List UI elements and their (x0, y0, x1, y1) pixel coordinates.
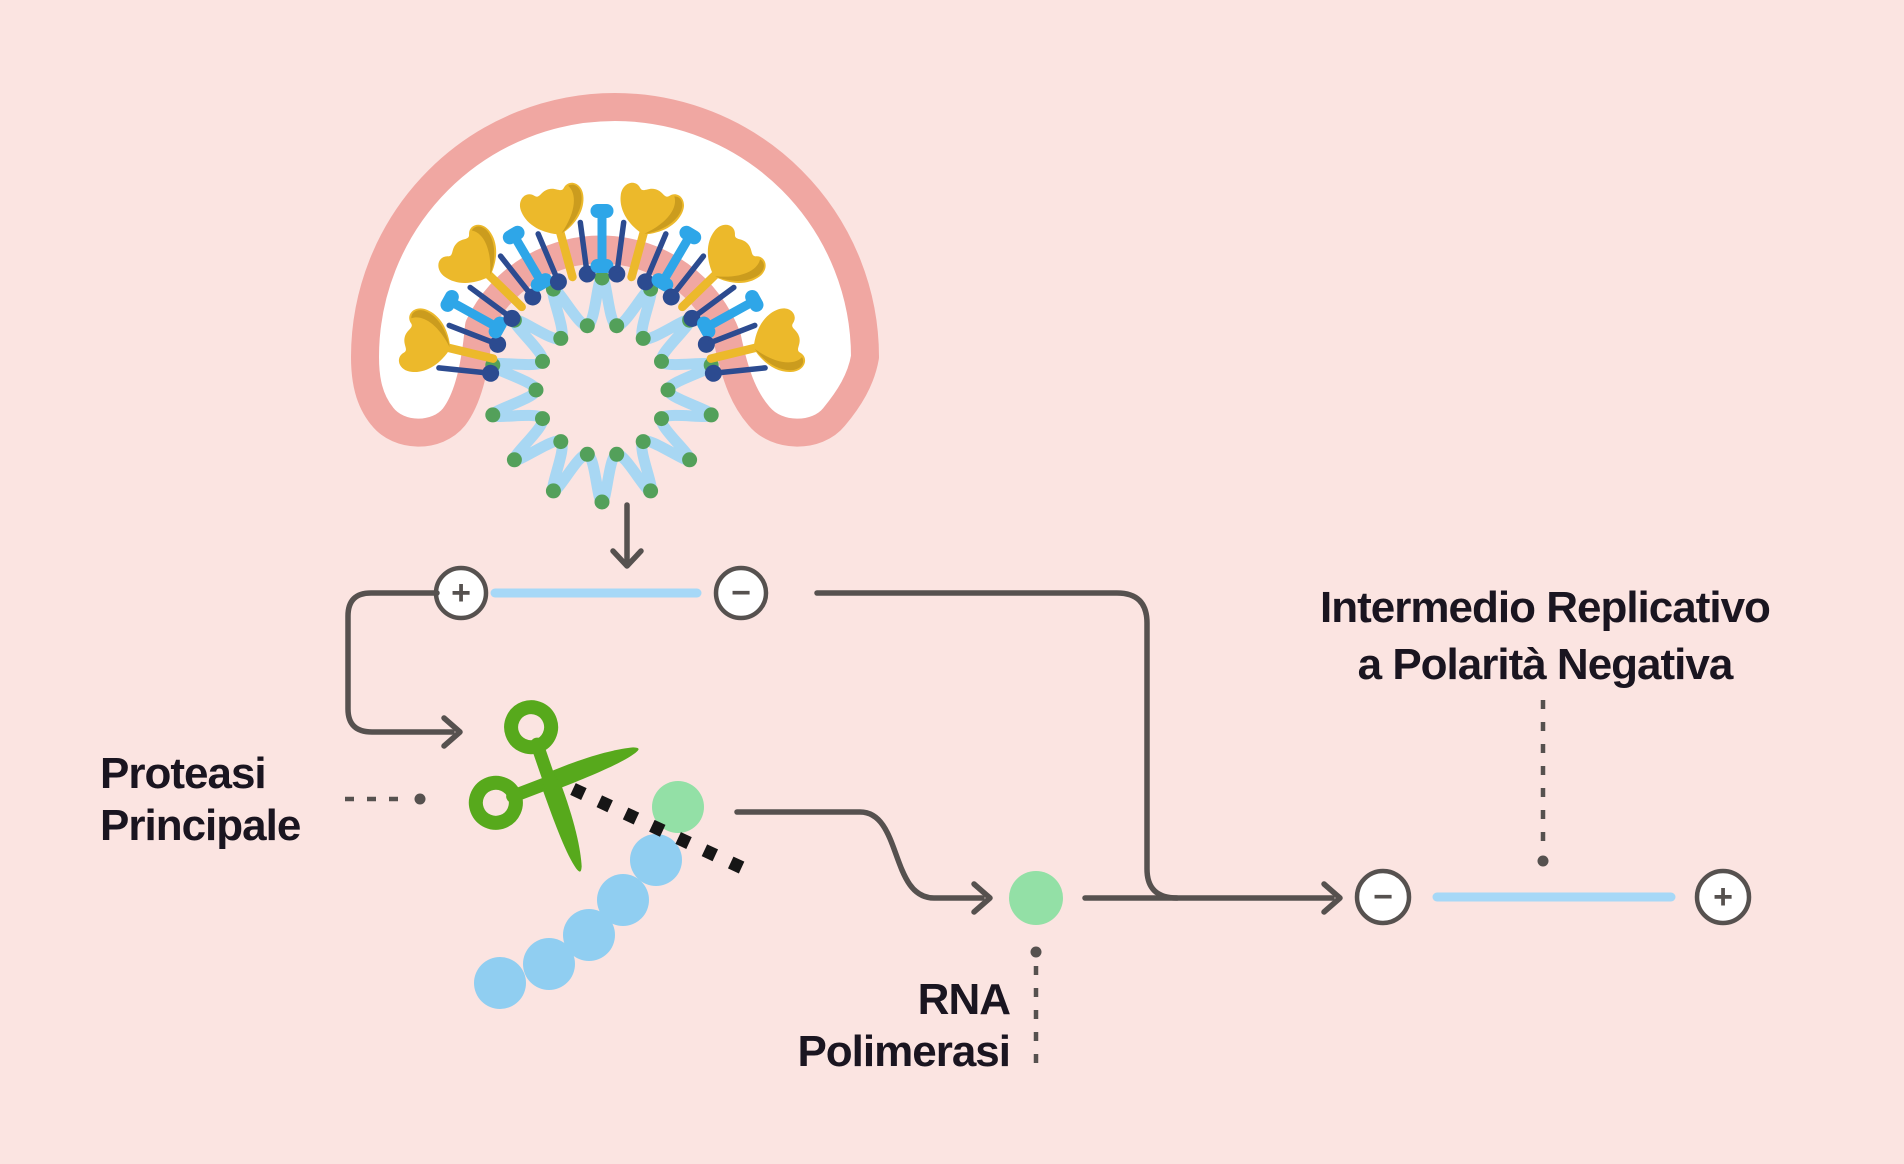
nucleoprotein-dot (635, 330, 651, 346)
arrow-polymerase-to-intermediate (1082, 881, 1343, 915)
plus-circle-icon (1694, 868, 1752, 926)
nucleoprotein-dot (609, 318, 625, 334)
spike-pin-icon (637, 231, 669, 291)
protein-bead (630, 834, 682, 886)
nucleoprotein-dot (535, 411, 550, 427)
spike-dumbbell-icon (697, 289, 764, 339)
spike-pin-icon (683, 284, 737, 327)
genomic-plus-strand: + − (433, 565, 769, 621)
spike-pin-icon (436, 364, 500, 382)
nucleoprotein-dot (553, 434, 569, 450)
envelope-spikes (398, 182, 806, 382)
arrowhead-right-icon (441, 715, 463, 749)
scissors-icon (468, 700, 639, 872)
spike-trumpet-icon (398, 308, 498, 372)
label-text: Polimerasi (797, 1027, 1010, 1076)
label-negative-intermediate: Intermedio Replicativo a Polarità Negati… (1320, 583, 1771, 867)
leader-dot (414, 793, 426, 805)
spike-trumpet-icon (438, 224, 526, 312)
spike-pin-icon (577, 219, 596, 283)
spike-pin-icon (467, 284, 521, 327)
dotted-cut-line (570, 783, 752, 877)
label-rna-polymerase: RNA Polimerasi (797, 946, 1042, 1076)
spike-pin-icon (697, 322, 758, 353)
nucleoprotein-dot (553, 330, 569, 346)
coronavirus-particle-icon (351, 93, 879, 510)
minus-circle-icon (1354, 868, 1412, 926)
minus-sign: − (1373, 878, 1393, 916)
rna-squiggle (487, 272, 717, 508)
nucleoprotein-dot (609, 446, 625, 462)
polymerase-green-circle (1009, 871, 1063, 925)
nucleoprotein-dot (594, 494, 610, 510)
spike-pin-icon (446, 322, 507, 353)
nucleoprotein-dot (579, 318, 595, 334)
spike-trumpet-icon (678, 224, 766, 312)
nucleoprotein-dot (635, 434, 651, 450)
nucleoprotein-dot (485, 407, 501, 423)
nucleoprotein-dot (660, 382, 676, 398)
arrowhead-down-icon (610, 548, 644, 569)
nucleoprotein-dot (506, 452, 522, 468)
label-text: Intermedio Replicativo (1320, 583, 1770, 632)
nucleoprotein-dot (579, 446, 595, 462)
leader-dot (1030, 946, 1042, 958)
spike-dumbbell-icon (651, 225, 702, 292)
spike-dumbbell-icon (502, 225, 553, 292)
label-text: Proteasi (100, 749, 266, 798)
arrow-virus-to-genome (610, 502, 644, 569)
arrowhead-right-icon (1321, 881, 1343, 915)
nucleoprotein-dot (654, 411, 669, 427)
path-strand-to-intermediate (814, 590, 1180, 901)
negative-intermediate-strand: − + (1354, 868, 1752, 926)
protein-bead (523, 938, 575, 990)
spike-pin-icon (704, 364, 768, 382)
arrow-strand-to-protease (345, 590, 463, 749)
protein-bead (474, 957, 526, 1009)
nucleoprotein-dot (643, 483, 659, 499)
nucleoprotein-dot (654, 353, 669, 369)
spike-dumbbell-icon (440, 289, 507, 339)
protein-bead (597, 874, 649, 926)
arrowhead-right-icon (971, 881, 993, 915)
arrow-product-to-polymerase (734, 809, 993, 915)
label-text: Principale (100, 801, 300, 850)
polyprotein-chain (474, 781, 704, 1009)
plus-sign: + (451, 574, 471, 612)
plus-sign: + (1713, 878, 1733, 916)
spike-trumpet-icon (706, 308, 806, 372)
nucleoprotein-dot (594, 270, 610, 286)
spike-pin-icon (608, 219, 627, 283)
polymerase-bead (652, 781, 704, 833)
spike-pin-icon (497, 253, 542, 306)
nucleoprotein-dot (682, 452, 698, 468)
spike-pin-icon (662, 253, 707, 306)
minus-sign: − (731, 574, 751, 612)
label-text: RNA (918, 975, 1011, 1024)
nucleoprotein-dot (528, 382, 544, 398)
spike-trumpet-icon (520, 182, 584, 282)
nucleoprotein-dot (545, 483, 561, 499)
spike-trumpet-icon (620, 182, 684, 282)
spike-pin-icon (535, 231, 567, 291)
nucleoprotein-dot (703, 407, 719, 423)
protein-bead (563, 909, 615, 961)
leader-dot (1537, 855, 1549, 867)
label-main-protease: Proteasi Principale (100, 749, 426, 850)
nucleoprotein-dot (535, 353, 550, 369)
minus-circle-icon (713, 565, 769, 621)
spike-dumbbell-icon (590, 204, 614, 273)
label-text: a Polarità Negativa (1358, 640, 1734, 689)
